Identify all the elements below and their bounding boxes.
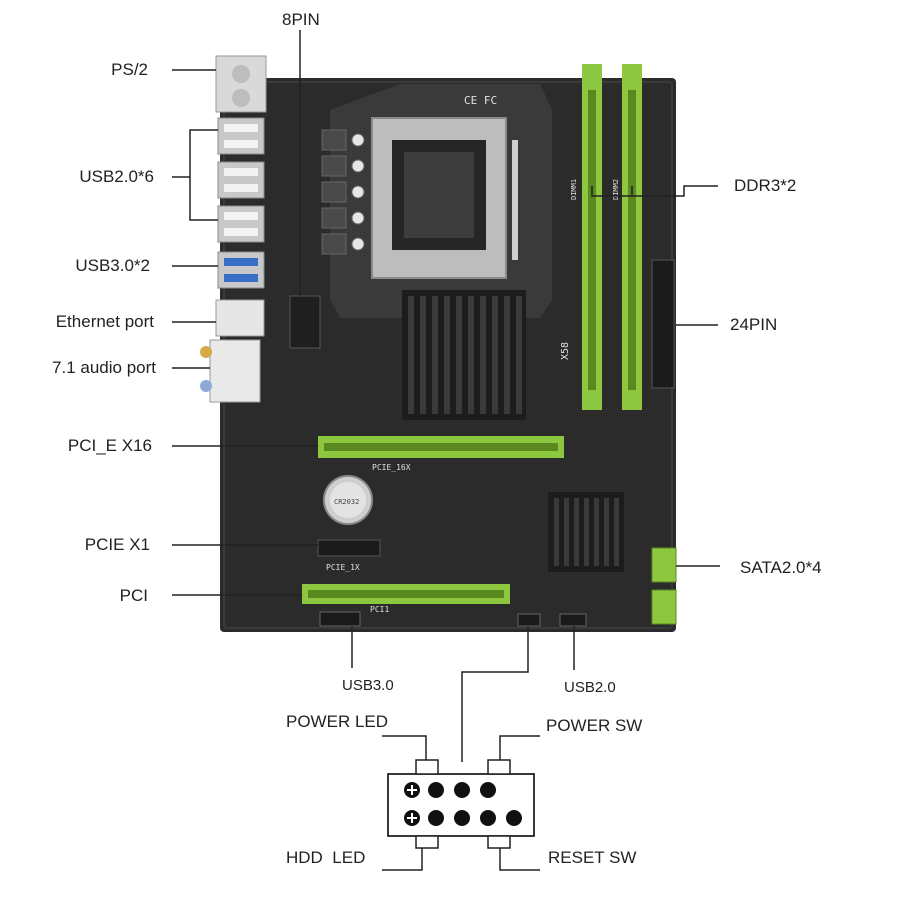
label-power-sw: POWER SW	[546, 716, 643, 735]
cpu-8pin-connector	[289, 295, 321, 349]
atx-24pin-connector	[651, 259, 675, 389]
label-hdd-led: HDD LED	[286, 848, 366, 867]
board-text-pcie1: PCIE_1X	[326, 563, 360, 572]
label-usb20-header: USB2.0	[564, 679, 616, 696]
label-ps2: PS/2	[111, 60, 148, 79]
board-text-ce-fc: CE FC	[464, 94, 497, 107]
label-sata: SATA2.0*4	[740, 558, 822, 577]
label-usb30x2: USB3.0*2	[75, 256, 150, 275]
label-audio: 7.1 audio port	[52, 358, 156, 377]
vrm-chokes	[321, 129, 365, 255]
board-text-dimm2: DIMM2	[612, 179, 620, 200]
usb20-header	[559, 613, 587, 627]
southbridge-heatsink	[548, 492, 624, 572]
board-text-cr2032: CR2032	[334, 498, 359, 506]
sata-ports	[651, 547, 677, 625]
label-ddr3: DDR3*2	[734, 176, 797, 195]
label-reset-sw: RESET SW	[548, 848, 637, 867]
front-panel-pin-diagram	[387, 759, 535, 849]
usb30-ports	[217, 251, 265, 289]
label-usb30-header: USB3.0	[342, 677, 394, 694]
leader-lines	[172, 30, 720, 871]
label-ethernet: Ethernet port	[55, 312, 154, 331]
label-pcie16: PCI_E X16	[67, 436, 152, 455]
board-text-x58: X58	[560, 342, 571, 360]
label-pcie1: PCIE X1	[84, 535, 150, 554]
label-24pin: 24PIN	[730, 315, 778, 334]
front-panel-header	[517, 613, 541, 627]
board-text-pci1: PCI1	[370, 605, 389, 614]
label-8pin: 8PIN	[282, 10, 320, 29]
board-text-pcie16: PCIE_16X	[372, 463, 411, 472]
audio-jacks	[200, 339, 261, 403]
ddr3-slots	[582, 64, 642, 410]
label-pci: PCI	[119, 586, 148, 605]
usb30-header	[319, 611, 361, 627]
pcie-x1-slot	[317, 539, 381, 557]
board-text-dimm1: DIMM1	[570, 179, 578, 200]
usb20-ports	[217, 117, 265, 243]
label-usb20x6: USB2.0*6	[79, 167, 154, 186]
chipset-heatsink	[402, 290, 526, 420]
ethernet-jack	[215, 299, 265, 337]
label-power-led: POWER LED	[286, 712, 389, 731]
